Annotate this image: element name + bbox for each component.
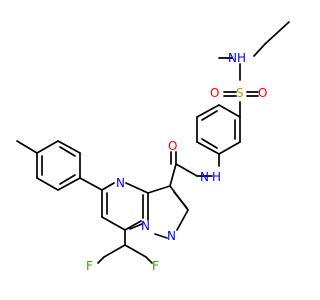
amide-bonds [169,151,213,187]
amide-n-label: N [200,170,209,184]
bridge-n-label: N [141,219,150,233]
sulfonyl-s-label: S [236,86,244,100]
pyrazole-ring [147,185,189,239]
fluorine-left-label: F [86,259,93,273]
sulfonamide-nh-label: NH [228,51,246,65]
molecule-diagram: NH S O O O N H N N N F F [16,21,290,273]
amide-o-label: O [168,139,177,153]
pyrimidine-n-label: N [116,176,125,190]
ethyl-group [253,21,290,57]
sulfonyl-o-left-label: O [210,86,219,100]
pyrazole-n-label: N [167,229,176,243]
phenylene-ring [196,104,241,167]
sulfonamide-bonds [218,57,259,118]
tolyl-group [16,140,103,191]
fluorine-right-label: F [152,259,159,273]
sulfonyl-o-right-label: O [258,86,267,100]
pyrimidine-ring [101,182,149,231]
amide-h-label: H [212,170,221,184]
structure-canvas: NH S O O O N H N N N F F [16,21,290,273]
difluoromethyl-group [97,229,153,264]
